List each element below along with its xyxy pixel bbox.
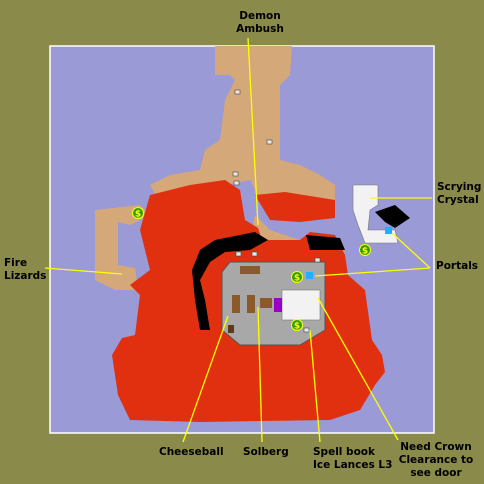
label-need-crown: Need Crown Clearance to see door bbox=[398, 441, 474, 479]
gold-marker[interactable] bbox=[291, 271, 303, 283]
callout-lines bbox=[44, 37, 432, 443]
label-cheeseball: Cheeseball bbox=[159, 446, 224, 458]
rock-region bbox=[192, 205, 410, 330]
gold-marker[interactable] bbox=[359, 244, 371, 256]
gold-marker[interactable] bbox=[132, 207, 144, 219]
gold-marker-glyph: $ bbox=[362, 247, 368, 257]
label-portals: Portals bbox=[436, 260, 479, 272]
boulders bbox=[232, 89, 321, 333]
label-spell-book: Spell book Ice Lances L3 bbox=[313, 446, 393, 471]
label-scrying-crystal: Scrying Crystal bbox=[437, 181, 482, 206]
gold-marker-glyph: $ bbox=[294, 322, 300, 332]
gold-markers: $ $ $ $ bbox=[132, 207, 371, 332]
label-solberg: Solberg bbox=[243, 446, 289, 458]
fortress bbox=[221, 261, 326, 346]
gold-marker[interactable] bbox=[291, 319, 303, 331]
gold-marker-glyph: $ bbox=[294, 274, 300, 284]
label-demon-ambush: Demon Ambush bbox=[236, 10, 284, 35]
gold-marker-glyph: $ bbox=[135, 210, 141, 220]
label-fire-lizards: Fire Lizards bbox=[4, 257, 47, 282]
